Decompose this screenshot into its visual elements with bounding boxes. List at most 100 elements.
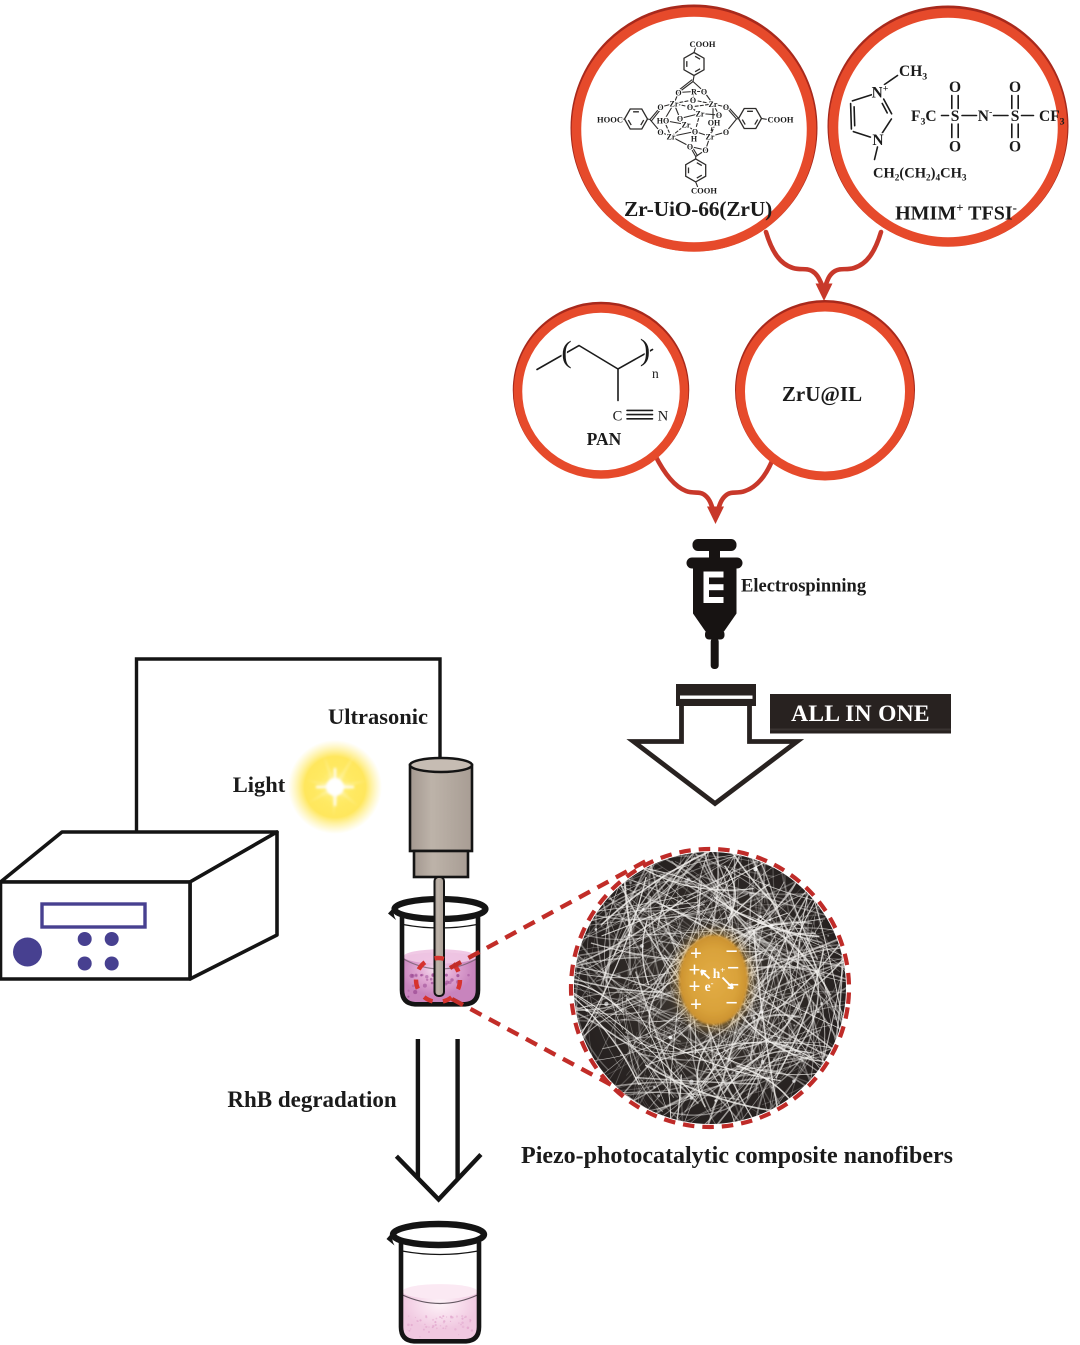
fiber-bead (620, 1054, 622, 1056)
formula-segment: - (1013, 201, 1017, 215)
cluster-atom-o: O (687, 103, 693, 112)
generator-knob-3 (77, 956, 92, 971)
cluster-atom-o: O (687, 142, 693, 151)
fiber-strand (574, 891, 698, 918)
fiber-strand (637, 996, 679, 1099)
tfsi-o-tr-label: O (1009, 79, 1021, 96)
fiber-strand (627, 1041, 805, 1054)
fiber-strand (594, 1018, 706, 1055)
fiber-strand (602, 946, 643, 986)
liquid-speckle (445, 1325, 448, 1328)
liquid-speckle (435, 1317, 438, 1320)
liquid-speckle (469, 1320, 471, 1323)
syringe-taper (693, 613, 737, 632)
hmim-n-plus-label: N+ (872, 84, 889, 102)
fiber-strand (574, 992, 656, 1015)
fiber-strand (574, 859, 699, 946)
fiber-strand (630, 933, 645, 1026)
fiber-strand (648, 1074, 682, 1124)
merge-arrow-mid-right-branch (715, 458, 775, 513)
all-in-one-banner: ALL IN ONE (770, 694, 951, 734)
generator-display (40, 902, 147, 929)
fiber-strand (574, 966, 662, 993)
methyl-bond (883, 74, 899, 86)
fiber-strand (749, 886, 814, 1060)
charge-plus-4: + (690, 992, 702, 1016)
fiber-bead (819, 1002, 824, 1006)
fiber-bead (714, 1099, 717, 1102)
fiber-strand (785, 928, 826, 1069)
horn-band (412, 849, 470, 879)
liquid-speckle (410, 1323, 413, 1327)
formula-segment: 4 (936, 174, 941, 184)
formula-segment: N (872, 85, 883, 102)
cluster-atom-h: H (691, 134, 698, 143)
fiber-bead (760, 1059, 765, 1064)
chain-bond (873, 146, 879, 161)
light-flare (316, 768, 354, 806)
fiber-bead (735, 1070, 739, 1075)
fiber-strand (586, 917, 622, 1069)
fiber-bead (623, 935, 628, 939)
tfsi-o-br-label: O (1009, 139, 1021, 156)
fiber-bead (585, 1008, 589, 1012)
rhb-label: RhB degradation (227, 1087, 397, 1112)
liquid-speckle (450, 1315, 453, 1318)
liquid-speckle (467, 973, 470, 977)
fiber-bead (657, 1094, 661, 1098)
fiber-bead (653, 1085, 656, 1089)
liquid-speckle (428, 1326, 430, 1328)
fiber-strand (574, 973, 666, 1011)
carboxylate-double-bonds (650, 79, 739, 157)
formula-segment: h (713, 966, 721, 981)
fiber-strand (711, 1024, 833, 1109)
liquid-speckle (425, 975, 429, 979)
fiber-strand (576, 877, 723, 957)
formula-segment: CH (873, 166, 895, 182)
fiber-strand (702, 852, 740, 904)
fiber-strand (670, 1067, 820, 1089)
beaker2-speckles (406, 1314, 474, 1338)
fiber-strand (678, 1029, 743, 1124)
fiber-strand (638, 904, 705, 912)
fiber-bead (753, 867, 758, 872)
syringe-plunger-handle (692, 539, 737, 551)
liquid-speckle (422, 983, 427, 988)
cavitation-dashed-circle (413, 955, 463, 1005)
fiber-strand (684, 882, 823, 944)
fiber-strand (696, 904, 846, 960)
merge-arrow-mid-left-branch (652, 452, 716, 513)
liquid-speckle (419, 1319, 422, 1322)
fiber-strand (728, 852, 794, 997)
benzene-ring-top-ticks (686, 55, 701, 73)
pan-ring (513, 304, 689, 479)
fiber-strand (630, 1040, 685, 1124)
generator-knob-large (13, 937, 42, 967)
cluster-atom-oh: OH (708, 118, 721, 127)
liquid-speckle (466, 1326, 470, 1330)
beaker2-meniscus (402, 1294, 478, 1304)
all-in-one-arrow (626, 684, 805, 807)
fiber-strand (616, 1077, 743, 1105)
pan-paren-open: ( (561, 334, 571, 369)
pan-repeat-sub: n (652, 366, 659, 381)
cluster-atom-o: O (657, 103, 663, 112)
fiber-strand (723, 1049, 814, 1094)
cluster-atom-o: O (657, 128, 663, 137)
fiber-strand (745, 1054, 795, 1095)
fiber-bead (655, 991, 658, 994)
charge-minus-2: − (727, 955, 740, 980)
fiber-strand (746, 852, 760, 975)
merge-arrow-mid (652, 452, 775, 524)
fiber-bead (668, 904, 671, 907)
fiber-bead (668, 1035, 673, 1040)
cluster-atom-o: O (716, 111, 722, 120)
fiber-bead (770, 924, 774, 928)
fiber-strand (608, 852, 806, 901)
merge-arrow-top-right-branch (822, 229, 884, 290)
fiber-bead (639, 1083, 641, 1085)
charge-plus-1: + (690, 941, 702, 965)
cluster-atom-o: O (692, 127, 698, 136)
generator-box (0, 830, 279, 981)
